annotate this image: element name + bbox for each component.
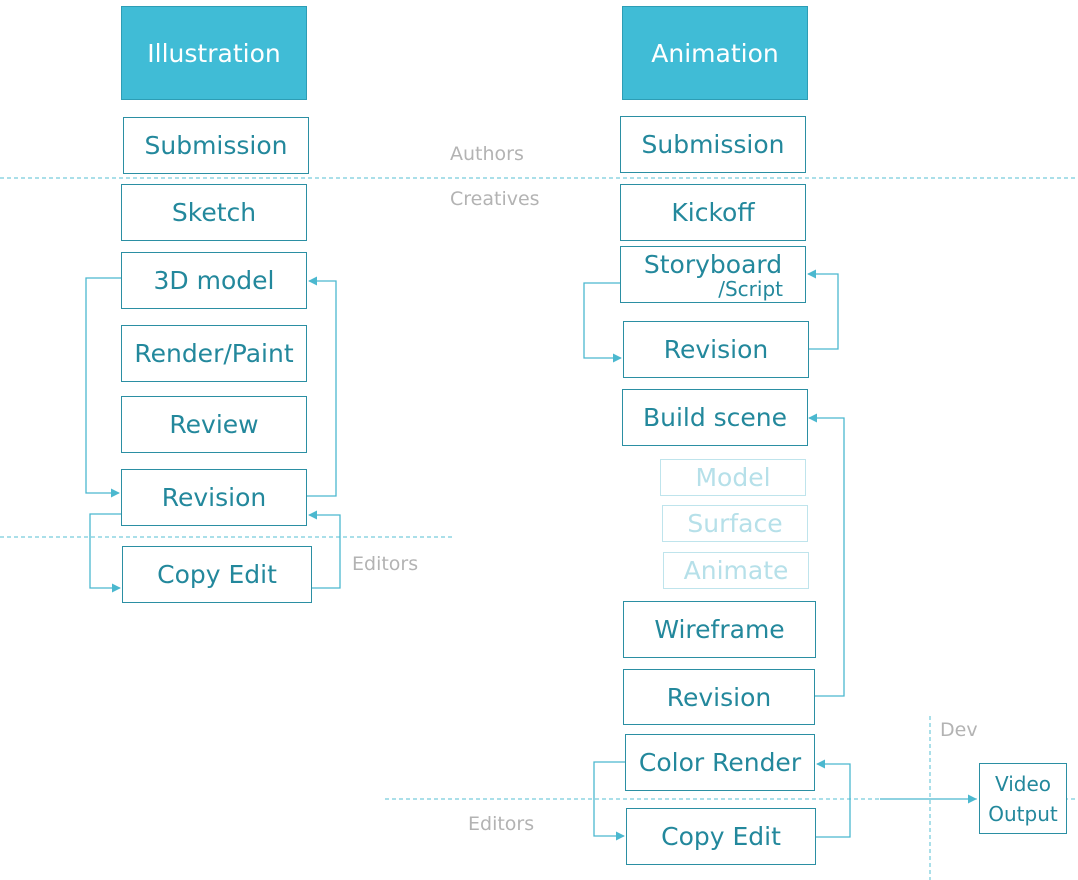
- storyboard-sub-label: /Script: [718, 277, 783, 301]
- connector-revision-to-copyedit: [89, 513, 121, 593]
- illustration-render-paint: Render/Paint: [121, 325, 307, 382]
- animation-storyboard: Storyboard /Script: [620, 246, 806, 303]
- connector-copyedit-to-revision: [308, 510, 341, 589]
- connector-revision-to-3dmodel: [306, 276, 337, 497]
- illustration-copy-edit: Copy Edit: [122, 546, 312, 603]
- animation-kickoff: Kickoff: [620, 184, 806, 241]
- connector-copyedit-to-colorrender: [815, 759, 851, 838]
- animation-substep-animate: Animate: [663, 552, 809, 589]
- illustration-header: Illustration: [121, 6, 307, 100]
- video-output-line2: Output: [988, 801, 1058, 826]
- animation-submission: Submission: [620, 116, 806, 173]
- animation-wireframe: Wireframe: [623, 601, 816, 658]
- illustration-submission: Submission: [123, 117, 309, 174]
- animation-substep-model: Model: [660, 459, 806, 496]
- video-output-line1: Video: [994, 771, 1052, 796]
- illustration-revision: Revision: [121, 469, 307, 526]
- animation-substep-surface: Surface: [662, 505, 808, 542]
- zone-label-editors-bottom: Editors: [468, 813, 535, 835]
- illustration-review: Review: [121, 396, 307, 453]
- connector-colorrender-to-copyedit: [593, 761, 625, 841]
- zone-label-creatives: Creatives: [450, 188, 540, 210]
- connector-revision-to-storyboard: [807, 269, 839, 350]
- animation-copy-edit: Copy Edit: [626, 808, 816, 865]
- zone-label-authors: Authors: [450, 143, 524, 165]
- illustration-3d-model: 3D model: [121, 252, 307, 309]
- storyboard-label: Storyboard: [643, 250, 783, 279]
- connector-3dmodel-to-revision: [85, 277, 121, 498]
- zone-label-dev: Dev: [940, 719, 978, 741]
- animation-header: Animation: [622, 6, 808, 100]
- animation-revision-storyboard: Revision: [623, 321, 809, 378]
- illustration-sketch: Sketch: [121, 184, 307, 241]
- animation-color-render: Color Render: [625, 734, 815, 791]
- connector-storyboard-to-revision: [583, 282, 622, 363]
- animation-build-scene: Build scene: [622, 389, 808, 446]
- video-output: Video Output: [979, 763, 1067, 834]
- connector-revision-to-buildscene: [808, 413, 845, 697]
- animation-revision-scene: Revision: [623, 669, 815, 725]
- zone-label-editors-left: Editors: [352, 553, 419, 575]
